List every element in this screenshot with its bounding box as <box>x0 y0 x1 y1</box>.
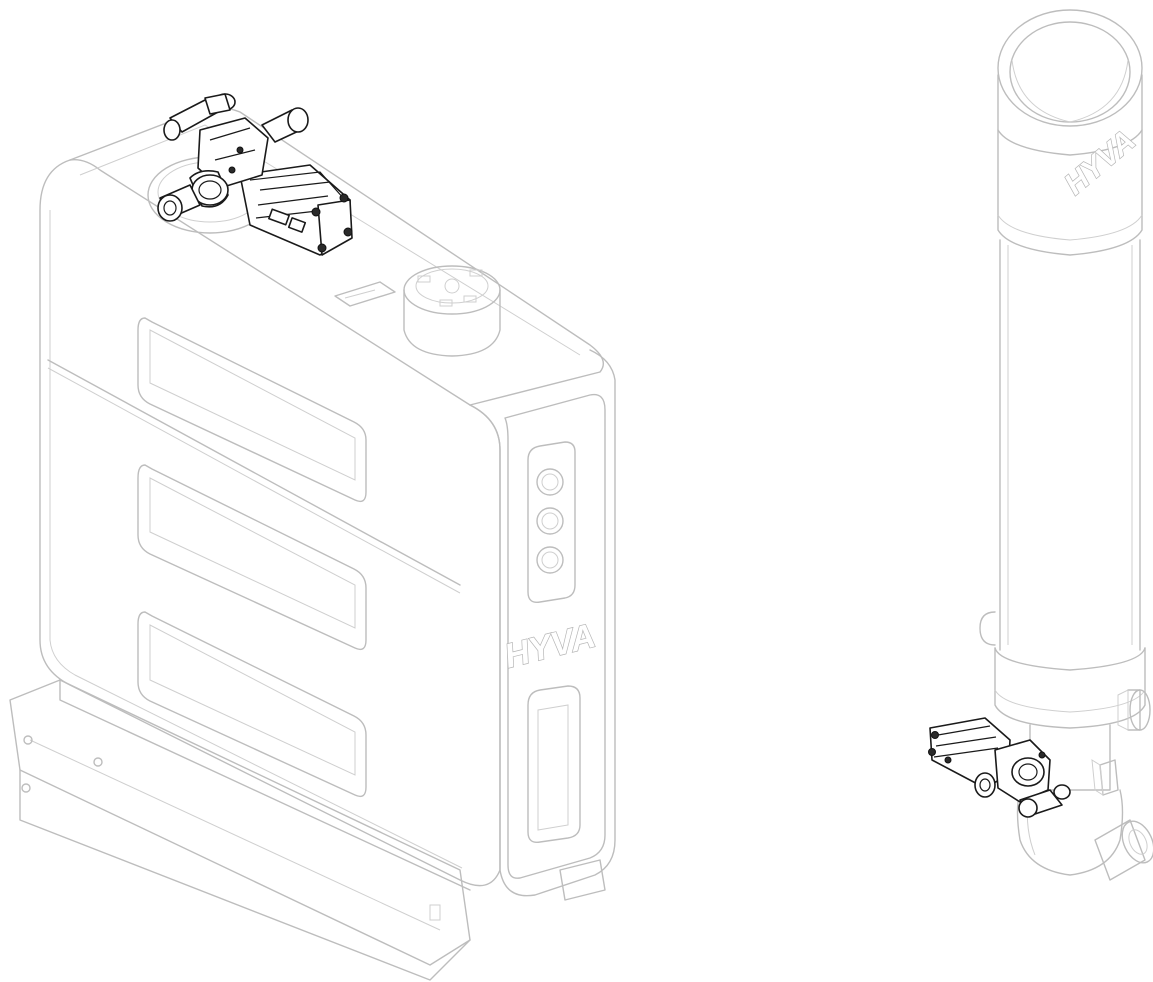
tank-front-recesses <box>137 317 367 798</box>
tank-logo-text: HYVA <box>501 617 599 676</box>
cylinder-tube <box>979 239 1151 731</box>
tank-mounting-bracket <box>9 679 606 981</box>
cylinder-top-cap <box>997 9 1143 256</box>
tank-valve-block <box>157 93 353 256</box>
tank-brand-logo: HYVA <box>500 616 600 677</box>
cylinder-brand-logo: HYVA <box>1058 123 1143 202</box>
tank-side-ports <box>527 441 581 843</box>
tank-body <box>39 106 616 897</box>
filler-cap <box>403 265 501 357</box>
cylinder-valve-block <box>928 717 1071 818</box>
tank-label-plate <box>334 281 396 307</box>
telescopic-cylinder: HYVA <box>928 9 1153 881</box>
cylinder-logo-text: HYVA <box>1058 124 1141 201</box>
hydraulic-tank: HYVA <box>9 93 616 981</box>
